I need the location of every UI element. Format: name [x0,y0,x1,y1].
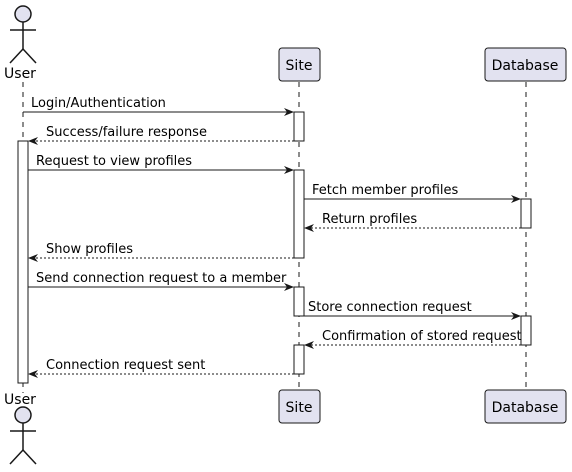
participant-label-site-bottom: Site [286,400,313,416]
participant-label-database-bottom: Database [492,400,559,416]
actor-label-user-top: User [4,66,36,82]
actor-leg-right [22,48,37,64]
activation-site-2 [293,169,305,259]
actor-head-icon [14,406,32,424]
message-label: Return profiles [322,212,417,227]
actor-leg-left [9,449,24,465]
activation-site-3 [293,286,305,317]
message-label: Login/Authentication [31,96,166,111]
message-store-connection-request: Store connection request [304,300,521,320]
message-label: Fetch member profiles [312,183,458,198]
participant-label-site-top: Site [286,58,313,74]
participant-label-database-top: Database [492,58,559,74]
participant-site-top: Site [278,47,321,82]
activation-database-2 [520,315,532,346]
participant-database-top: Database [484,47,567,82]
message-show-profiles: Show profiles [28,242,294,262]
participant-site-bottom: Site [278,389,321,424]
message-label: Confirmation of stored request [322,329,522,344]
message-label: Send connection request to a member [36,271,287,286]
participant-box [278,47,321,82]
actor-user-top: User [4,5,37,82]
message-login: Login/Authentication [23,96,294,116]
message-success-failure-response: Success/failure response [28,125,294,145]
actor-label-user-bottom: User [4,392,36,408]
participant-box [484,47,567,82]
actor-leg-left [9,48,24,64]
message-send-connection-request: Send connection request to a member [28,271,294,291]
actor-user-bottom: User [4,392,37,465]
participant-database-bottom: Database [484,389,567,424]
participant-box [484,389,567,424]
activation-user [17,140,29,384]
message-label: Store connection request [308,300,472,315]
message-fetch-member-profiles: Fetch member profiles [304,183,521,203]
actor-leg-right [22,449,37,465]
activation-site-4 [293,344,305,375]
actor-head-icon [14,5,32,23]
message-label: Show profiles [46,242,133,257]
message-label: Request to view profiles [36,154,192,169]
activation-site-1 [293,111,305,142]
participant-box [278,389,321,424]
message-label: Success/failure response [46,125,207,140]
message-label: Connection request sent [46,358,205,373]
message-return-profiles: Return profiles [304,212,521,232]
message-request-view-profiles: Request to view profiles [28,154,294,174]
message-connection-request-sent: Connection request sent [28,358,294,378]
message-confirmation-stored-request: Confirmation of stored request [304,329,522,349]
activation-database-1 [520,198,532,229]
